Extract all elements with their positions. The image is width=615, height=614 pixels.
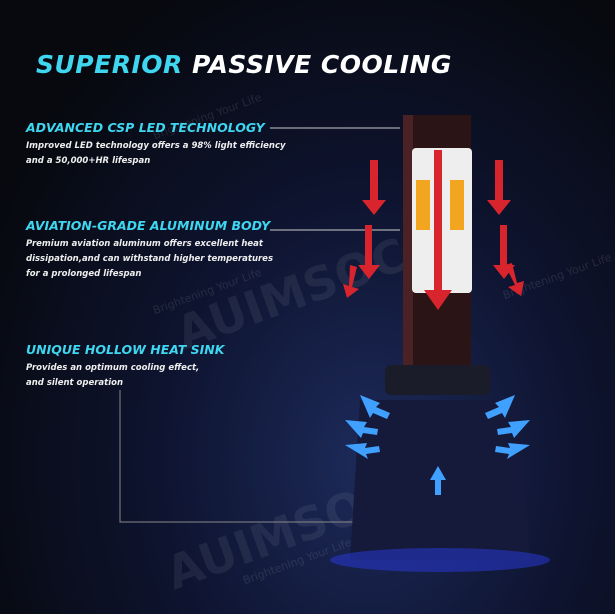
- feature-line: Provides an optimum cooling effect,: [26, 363, 200, 373]
- feature-heat-sink: UNIQUE HOLLOW HEAT SINK Provides an opti…: [26, 342, 224, 391]
- feature-heading: UNIQUE HOLLOW HEAT SINK: [26, 342, 225, 357]
- feature-line: Premium aviation aluminum offers excelle…: [26, 239, 263, 249]
- feature-heading: AVIATION-GRADE ALUMINUM BODY: [26, 218, 271, 233]
- feature-line: for a prolonged lifespan: [26, 269, 142, 279]
- feature-csp-led: ADVANCED CSP LED TECHNOLOGY Improved LED…: [26, 120, 286, 169]
- feature-line: and a 50,000+HR lifespan: [26, 156, 151, 166]
- feature-line: dissipation,and can withstand higher tem…: [26, 254, 274, 264]
- page-title: SUPERIOR PASSIVE COOLING: [36, 50, 452, 79]
- cooling-arrows: [345, 395, 530, 495]
- feature-line: and silent operation: [26, 378, 124, 388]
- feature-heading: ADVANCED CSP LED TECHNOLOGY: [26, 120, 265, 135]
- heat-arrows: [343, 150, 524, 310]
- feature-aluminum-body: AVIATION-GRADE ALUMINUM BODY Premium avi…: [26, 218, 273, 282]
- feature-line: Improved LED technology offers a 98% lig…: [26, 141, 286, 151]
